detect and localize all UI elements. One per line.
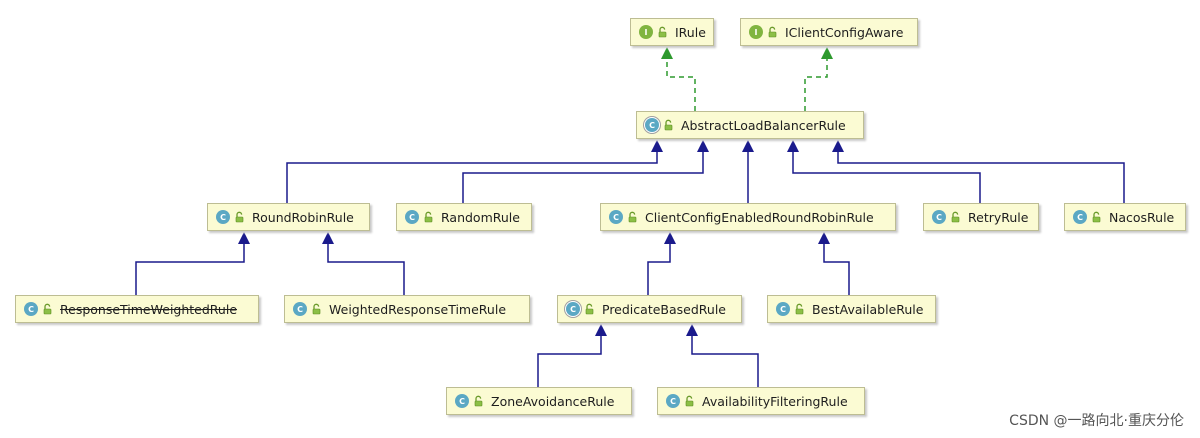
node-clientconfigenabledroundrobinrule[interactable]: C ClientConfigEnabledRoundRobinRule xyxy=(600,203,896,231)
edge-line xyxy=(691,335,759,387)
edge-predicatebasedrule-to-clientconfigenabledroundrobinrule xyxy=(647,232,676,295)
class-icon: C xyxy=(216,210,230,224)
edge-arrowhead xyxy=(787,140,799,152)
edge-arrowhead xyxy=(832,140,844,152)
public-unlock-icon xyxy=(235,211,244,223)
edge-arrowhead xyxy=(818,232,830,244)
node-weightedresponsetimerule[interactable]: C WeightedResponseTimeRule xyxy=(284,295,530,323)
edge-arrowhead xyxy=(664,232,676,244)
edge-arrowhead xyxy=(238,232,250,244)
node-retryrule[interactable]: C RetryRule xyxy=(923,203,1039,231)
node-predicatebasedrule[interactable]: C PredicateBasedRule xyxy=(557,295,742,323)
watermark: CSDN @一路向北·重庆分伦 xyxy=(1009,413,1184,429)
public-unlock-icon xyxy=(43,303,52,315)
edge-zoneavoidancerule-to-predicatebasedrule xyxy=(537,324,607,387)
edge-line xyxy=(462,151,704,203)
edge-randomrule-to-abstractloadbalancerrule xyxy=(462,140,709,203)
interface-icon: I xyxy=(639,25,653,39)
edge-nacosrule-to-abstractloadbalancerrule xyxy=(832,140,1125,203)
node-responsetimeweightedrule[interactable]: C ResponseTimeWeightedRule xyxy=(15,295,259,323)
edge-line xyxy=(837,151,1125,203)
node-label: AbstractLoadBalancerRule xyxy=(681,117,846,133)
node-label: ZoneAvoidanceRule xyxy=(491,393,615,409)
node-label: RoundRobinRule xyxy=(252,209,354,225)
public-unlock-icon xyxy=(585,303,594,315)
node-iclientconfigaware[interactable]: I IClientConfigAware xyxy=(740,18,918,46)
class-icon: C xyxy=(1073,210,1087,224)
edge-line xyxy=(804,58,828,111)
edge-arrowhead xyxy=(742,140,754,152)
node-randomrule[interactable]: C RandomRule xyxy=(396,203,532,231)
node-label: BestAvailableRule xyxy=(812,301,924,317)
node-label: ClientConfigEnabledRoundRobinRule xyxy=(645,209,874,225)
edge-roundrobinrule-to-abstractloadbalancerrule xyxy=(286,140,663,203)
class-icon: C xyxy=(666,394,680,408)
public-unlock-icon xyxy=(795,303,804,315)
public-unlock-icon xyxy=(474,395,483,407)
edge-abstractloadbalancerrule-to-iclientconfigaware xyxy=(804,47,833,111)
class-icon: C xyxy=(609,210,623,224)
edge-bestavailablerule-to-clientconfigenabledroundrobinrule xyxy=(818,232,850,295)
edge-arrowhead xyxy=(651,140,663,152)
edge-line xyxy=(327,243,405,295)
public-unlock-icon xyxy=(951,211,960,223)
edge-line xyxy=(647,243,671,295)
public-unlock-icon xyxy=(658,26,667,38)
edge-line xyxy=(135,243,245,295)
edge-availabilityfilteringrule-to-predicatebasedrule xyxy=(686,324,759,387)
abstract-class-icon: C xyxy=(566,302,580,316)
node-availabilityfilteringrule[interactable]: C AvailabilityFilteringRule xyxy=(657,387,865,415)
edge-arrowhead xyxy=(821,47,833,59)
node-bestavailablerule[interactable]: C BestAvailableRule xyxy=(767,295,936,323)
class-icon: C xyxy=(776,302,790,316)
node-label: IRule xyxy=(675,24,706,40)
public-unlock-icon xyxy=(1092,211,1101,223)
node-label: RetryRule xyxy=(968,209,1029,225)
edge-arrowhead xyxy=(322,232,334,244)
abstract-class-icon: C xyxy=(645,118,659,132)
node-label: IClientConfigAware xyxy=(785,24,904,40)
public-unlock-icon xyxy=(312,303,321,315)
public-unlock-icon xyxy=(685,395,694,407)
edge-responsetimeweightedrule-to-roundrobinrule xyxy=(135,232,250,295)
node-label: RandomRule xyxy=(441,209,520,225)
public-unlock-icon xyxy=(768,26,777,38)
edge-arrowhead xyxy=(595,324,607,336)
node-roundrobinrule[interactable]: C RoundRobinRule xyxy=(207,203,370,231)
node-label: PredicateBasedRule xyxy=(602,301,726,317)
node-abstractloadbalancerrule[interactable]: C AbstractLoadBalancerRule xyxy=(636,111,864,139)
edge-retryrule-to-abstractloadbalancerrule xyxy=(787,140,981,203)
edge-arrowhead xyxy=(686,324,698,336)
node-label: WeightedResponseTimeRule xyxy=(329,301,507,317)
public-unlock-icon xyxy=(628,211,637,223)
edge-weightedresponsetimerule-to-roundrobinrule xyxy=(322,232,405,295)
node-label: ResponseTimeWeightedRule xyxy=(60,301,238,317)
node-irule[interactable]: I IRule xyxy=(630,18,714,46)
node-label: AvailabilityFilteringRule xyxy=(702,393,848,409)
edge-line xyxy=(823,243,850,295)
interface-icon: I xyxy=(749,25,763,39)
edge-line xyxy=(792,151,981,203)
node-nacosrule[interactable]: C NacosRule xyxy=(1064,203,1186,231)
edge-line xyxy=(666,58,696,111)
public-unlock-icon xyxy=(664,119,673,131)
edge-line xyxy=(286,151,658,203)
node-label: NacosRule xyxy=(1109,209,1175,225)
class-icon: C xyxy=(24,302,38,316)
edge-arrowhead xyxy=(661,47,673,59)
node-zoneavoidancerule[interactable]: C ZoneAvoidanceRule xyxy=(446,387,632,415)
edge-clientconfigenabledroundrobinrule-to-abstractloadbalancerrule xyxy=(742,140,754,203)
class-icon: C xyxy=(293,302,307,316)
class-icon: C xyxy=(405,210,419,224)
edge-line xyxy=(537,335,602,387)
edge-arrowhead xyxy=(697,140,709,152)
class-icon: C xyxy=(455,394,469,408)
public-unlock-icon xyxy=(424,211,433,223)
edge-abstractloadbalancerrule-to-irule xyxy=(661,47,696,111)
class-icon: C xyxy=(932,210,946,224)
